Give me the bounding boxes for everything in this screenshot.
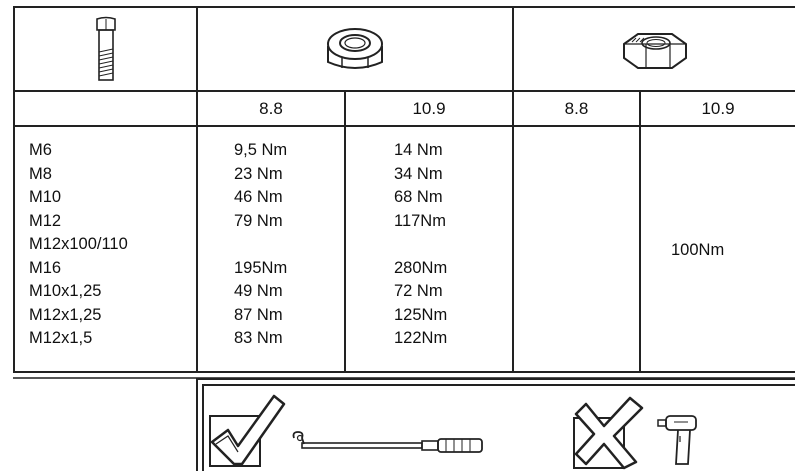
torque-value: 79 Nm (234, 211, 283, 230)
torque-value: 49 Nm (234, 282, 283, 300)
tool-legend (196, 378, 795, 471)
size-label: M12x1,5 (29, 329, 93, 347)
torque-value: 125Nm (394, 305, 448, 324)
size-label: M16 (29, 258, 62, 277)
size-label: M6 (29, 141, 52, 159)
nut-cell (196, 6, 514, 92)
flange-nut-icon (622, 33, 687, 69)
torque-value: 72 Nm (394, 282, 443, 300)
torque-value: 117Nm (394, 211, 446, 230)
torque-value: 68 Nm (394, 188, 443, 206)
torque-value: 9,5 Nm (234, 141, 288, 159)
nut-8-8-values: 9,5 Nm 23 Nm 46 Nm 79 Nm 195Nm 49 Nm 87 … (196, 125, 346, 373)
grade-flange-8-8: 8.8 (512, 90, 641, 127)
torque-value: 195Nm (234, 258, 288, 277)
size-label: M12x100/110 (29, 235, 128, 253)
impact-wrench-icon (657, 415, 697, 465)
grade-flange-10-9: 10.9 (639, 90, 795, 127)
grade-nut-10-9: 10.9 (344, 90, 514, 127)
bolt-cell (13, 6, 198, 92)
bolt-icon (95, 16, 116, 81)
torque-value: 83 Nm (234, 329, 283, 347)
torque-value (198, 233, 344, 257)
torque-value: 122Nm (394, 329, 448, 347)
size-column: M6 M8 M10 M12 M12x100/110 M16 M10x1,25 M… (13, 125, 198, 373)
torque-table: 8.8 10.9 8.8 10.9 M6 M8 M10 M12 M12x100/… (13, 6, 795, 373)
flange-10-9-values: 100Nm (639, 125, 795, 373)
size-label: M12 (29, 211, 62, 230)
torque-value: 280Nm (394, 258, 448, 277)
icon-row (13, 6, 795, 92)
torque-value: 23 Nm (234, 164, 283, 183)
torque-wrench-icon (292, 431, 483, 453)
torque-value: 87 Nm (234, 305, 283, 324)
size-label: M10x1,25 (29, 282, 102, 300)
grade-row: 8.8 10.9 8.8 10.9 (13, 90, 795, 127)
size-label: M10 (29, 188, 62, 206)
grade-nut-8-8: 8.8 (196, 90, 346, 127)
grade-blank-cell (13, 90, 198, 127)
flange-nut-cell (512, 6, 795, 92)
size-label: M8 (29, 164, 52, 183)
torque-value (346, 233, 512, 257)
hex-nut-icon (327, 28, 383, 69)
nut-10-9-values: 14 Nm 34 Nm 68 Nm 117Nm 280Nm 72 Nm 125N… (344, 125, 514, 373)
checkmark-icon (209, 394, 286, 467)
cross-icon (573, 396, 644, 470)
torque-value: 14 Nm (394, 141, 443, 159)
size-label: M12x1,25 (29, 305, 102, 324)
torque-value: 34 Nm (394, 164, 443, 183)
torque-value: 46 Nm (234, 188, 283, 206)
values-row: M6 M8 M10 M12 M12x100/110 M16 M10x1,25 M… (13, 125, 795, 373)
flange-8-8-values (512, 125, 641, 373)
flange-torque-value: 100Nm (671, 241, 725, 259)
